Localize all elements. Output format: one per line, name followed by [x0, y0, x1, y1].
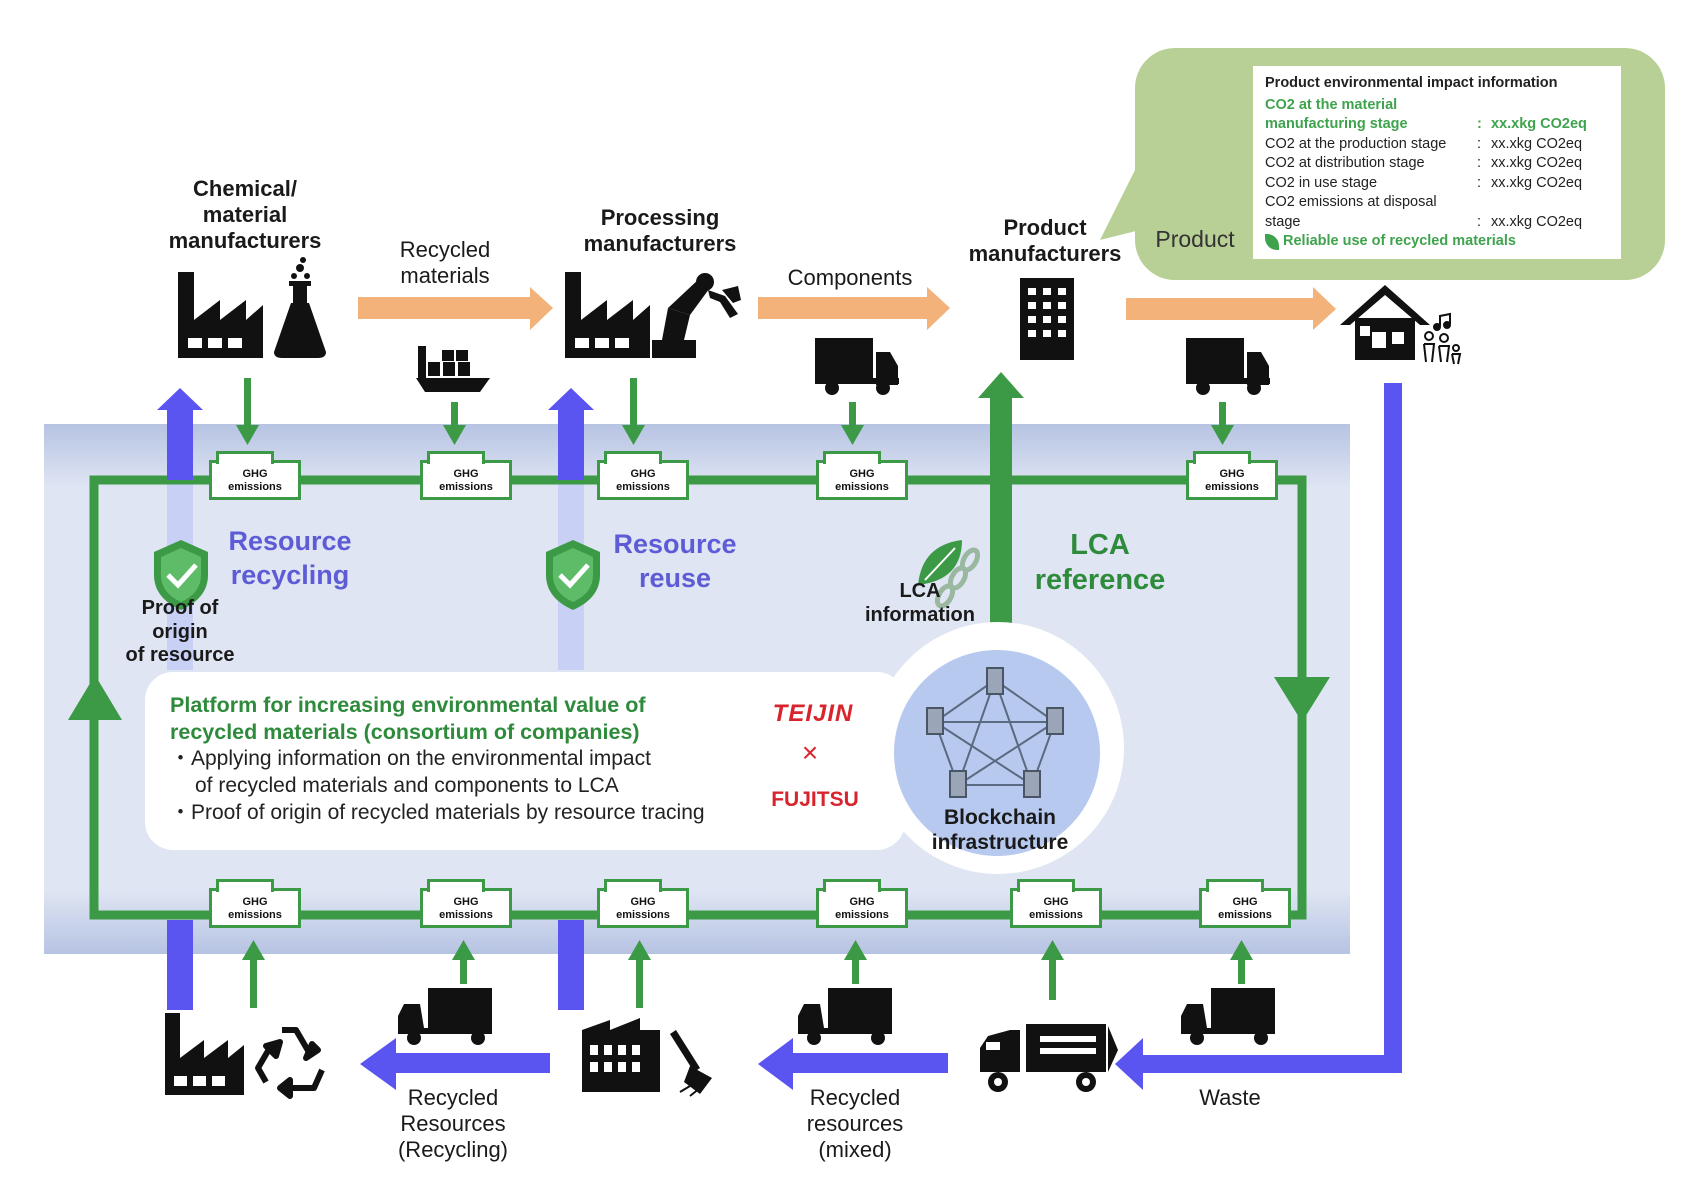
- factory-icon-processing: [565, 272, 650, 358]
- blockchain-label: Blockchain infrastructure: [931, 806, 1069, 854]
- shield-icon: [154, 540, 208, 610]
- truck-icon: [398, 988, 492, 1045]
- info-row-value: xx.xkg CO2eq: [1491, 174, 1583, 191]
- loop-arrow-down: [1274, 677, 1330, 722]
- lca-reference-title: LCA reference: [1034, 529, 1166, 596]
- demolition-building-icon: [582, 1018, 712, 1097]
- info-row-key: CO2 at distribution stage: [1265, 155, 1425, 171]
- recycling-arrow: [360, 1038, 396, 1090]
- product-label: Product: [1155, 226, 1235, 252]
- resource-reuse-title: Resource reuse: [613, 529, 737, 593]
- lca-information-label: LCA information: [865, 580, 975, 626]
- waste-label: Waste: [1199, 1085, 1261, 1110]
- platform-title: Platform for increasing environmental va…: [170, 693, 646, 744]
- chemical-manufacturers-label: Chemical/ material manufacturers: [168, 176, 322, 253]
- info-footer-text: Reliable use of recycled materials: [1283, 233, 1516, 249]
- teijin-logo: TEIJIN: [772, 700, 854, 727]
- truck-icon: [798, 988, 892, 1045]
- environmental-impact-info: Product environmental impact information…: [1253, 66, 1621, 259]
- waste-arrow: [1115, 1038, 1143, 1090]
- info-row-key: CO2 at the production stage: [1265, 135, 1447, 152]
- ship-icon: [416, 346, 490, 392]
- info-row: CO2 at the material manufacturing stage:…: [1265, 96, 1609, 135]
- truck-icon: [1181, 988, 1275, 1045]
- proof-of-origin-label: Proof of origin of resource: [125, 597, 235, 667]
- info-footer: Reliable use of recycled materials: [1265, 232, 1609, 252]
- info-row-key: CO2 emissions at disposal stage: [1265, 194, 1437, 230]
- recycled-materials-label: Recycled materials: [399, 237, 491, 288]
- flask-icon: [274, 257, 326, 358]
- recycle-up-arrow: [157, 388, 203, 410]
- info-row-value: xx.xkg CO2eq: [1491, 213, 1583, 230]
- info-row-key: CO2 in use stage: [1265, 174, 1378, 191]
- leaf-chain-icon: [918, 540, 981, 609]
- orange-arrow-1: [530, 287, 553, 330]
- lca-up-arrow: [978, 372, 1024, 398]
- platform-item-1b: of recycled materials and components to …: [195, 774, 619, 797]
- recycle-icon: [255, 1027, 325, 1099]
- robot-arm-icon: [652, 273, 741, 358]
- recycled-resources-recycling-label: Recycled Resources (Recycling): [397, 1085, 509, 1162]
- info-row: CO2 in use stage:xx.xkg CO2eq: [1265, 174, 1609, 194]
- truck-icon: [815, 338, 899, 395]
- leaf-icon: [1265, 233, 1279, 250]
- family-icon: [1423, 312, 1462, 365]
- loop-arrow-up: [68, 675, 122, 720]
- info-row: CO2 emissions at disposal stage:xx.xkg C…: [1265, 193, 1609, 232]
- times-symbol: ×: [801, 737, 819, 768]
- info-title: Product environmental impact information: [1265, 75, 1558, 91]
- factory-icon: [178, 272, 263, 358]
- components-label: Components: [787, 265, 913, 290]
- info-row-key: CO2 at the material manufacturing stage: [1265, 96, 1408, 133]
- house-icon: [1340, 285, 1430, 360]
- recycled-resources-mixed-label: Recycled resources (mixed): [806, 1085, 904, 1162]
- platform-item-2: ・Proof of origin of recycled materials b…: [170, 801, 705, 824]
- info-row-value: xx.xkg CO2eq: [1491, 135, 1583, 152]
- orange-arrow-2: [927, 287, 950, 330]
- building-icon: [1020, 278, 1074, 360]
- info-rows: CO2 at the material manufacturing stage:…: [1265, 96, 1609, 233]
- factory-icon-bottom: [165, 1013, 244, 1095]
- platform-box: [145, 672, 905, 850]
- resource-recycling-title: Resource recycling: [228, 526, 352, 590]
- product-manufacturers-label: Product manufacturers: [968, 215, 1122, 266]
- shield-icon: [546, 540, 600, 610]
- mixed-arrow: [758, 1038, 793, 1090]
- processing-manufacturers-label: Processing manufacturers: [583, 205, 737, 256]
- info-row-value: xx.xkg CO2eq: [1491, 155, 1583, 171]
- info-row: CO2 at distribution stage:xx.xkg CO2eq: [1265, 154, 1609, 174]
- info-row-value: xx.xkg CO2eq: [1491, 116, 1587, 132]
- info-row: CO2 at the production stage:xx.xkg CO2eq: [1265, 135, 1609, 155]
- truck-icon: [1186, 338, 1270, 395]
- garbage-truck-icon: [980, 1024, 1118, 1092]
- orange-arrow-3: [1313, 287, 1336, 330]
- fujitsu-logo: FUJITSU: [771, 788, 859, 811]
- platform-item-1: ・Applying information on the environment…: [170, 747, 651, 770]
- reuse-up-arrow: [548, 388, 594, 410]
